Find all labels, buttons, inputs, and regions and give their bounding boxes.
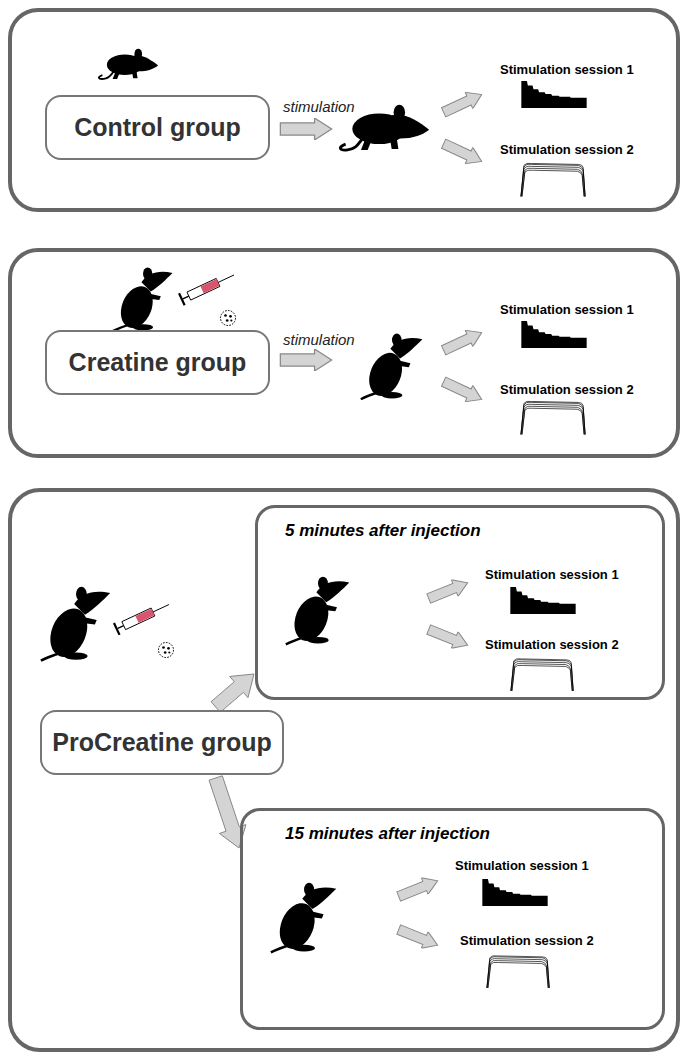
trace [521,321,586,348]
trace [521,401,585,434]
session-label: Stimulation session 1 [485,567,619,582]
session-label: Stimulation session 1 [500,302,634,317]
block-arrow [440,136,486,170]
virus [221,311,236,326]
trace [521,81,586,108]
block-arrow [440,324,486,358]
timepoint-heading: 15 minutes after injection [285,824,490,844]
trace [511,659,573,691]
block-arrow [280,349,331,371]
timepoint-heading: 5 minutes after injection [285,521,481,541]
rat [271,883,336,954]
timepoint-box: 15 minutes after injectionStimulation se… [240,808,665,1030]
group-panel [10,490,678,1050]
group-name: Creatine group [69,348,247,377]
trace [510,587,575,614]
group-box: Creatine group [45,330,270,395]
group-name: Control group [74,113,241,142]
group-box: Control group [45,95,270,160]
session-label: Stimulation session 1 [500,62,634,77]
block-arrow [395,921,441,953]
trace [482,879,547,906]
trace [521,163,585,196]
block-arrow [440,374,486,408]
session-label: Stimulation session 2 [485,637,619,652]
rat [41,587,110,663]
block-arrow [280,118,331,140]
block-arrow [425,574,471,606]
block-arrow [395,872,441,904]
block-arrow [425,621,471,653]
session-label: Stimulation session 2 [460,933,594,948]
group-name: ProCreatine group [52,728,271,757]
session-label: Stimulation session 2 [500,142,634,157]
group-panel: Creatine group Stimulation session 1 Stimu… [8,248,680,458]
group-box: ProCreatine group [40,710,284,775]
trace [487,956,549,988]
block-arrow [211,674,254,712]
rat [286,577,350,646]
arrow-label: stimulation [283,331,355,348]
timepoint-box: 5 minutes after injectionStimulation ses… [255,505,665,700]
rat [361,334,423,401]
session-label: Stimulation session 1 [455,858,589,873]
block-arrow [440,86,486,120]
session-label: Stimulation session 2 [500,382,634,397]
syringe [178,269,237,306]
virus [159,643,174,658]
rat [113,268,173,333]
syringe [113,599,172,636]
rat [99,49,158,79]
arrow-label: stimulation [283,98,355,115]
